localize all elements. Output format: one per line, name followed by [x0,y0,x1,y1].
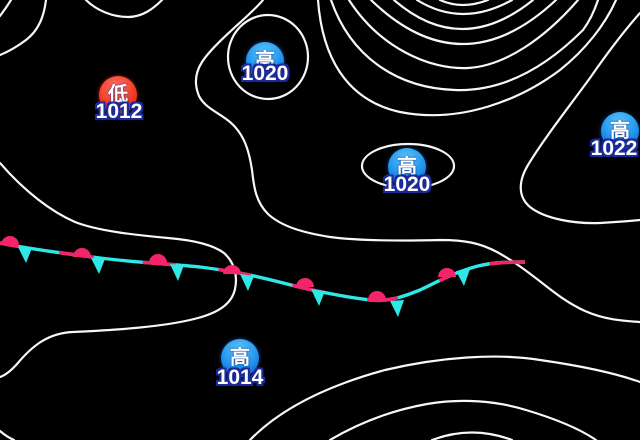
high-glyph: 高 [255,50,275,72]
low-glyph: 低 [108,84,128,106]
front-cold-teeth [18,247,470,317]
isobar-arc-5 [347,0,580,70]
isobar-oval-high-center [360,142,456,190]
isobar-top-left-corner [0,0,13,18]
isobar-arc-1 [438,0,490,7]
cold-tooth [91,258,105,274]
cold-tooth [390,300,404,317]
pressure-center-high-east: 高 [601,112,639,150]
pressure-center-low-west: 低 [99,76,137,114]
isobar-arc-3 [392,0,535,30]
front-warm-scallops [1,236,456,300]
high-glyph: 高 [230,347,250,369]
warm-scallop [296,278,314,287]
pressure-value-high-north: 1020 [241,62,289,85]
pressure-center-high-south: 高 [221,339,259,377]
isobar-bottom-left-corner [0,429,16,440]
warm-scallop [368,291,386,300]
pressure-value-high-south: 1014 [216,366,264,389]
isobar-hill-south-2 [328,399,598,440]
pressure-value-high-east: 1022 [590,137,638,160]
warm-scallop [149,254,167,263]
warm-scallop [438,268,456,277]
isobar-arc-7 [316,0,618,117]
cold-tooth [456,269,470,286]
cold-tooth [311,289,325,306]
isobar-arc-6 [329,0,600,92]
isobar-hill-south-3 [430,431,514,440]
pressure-value-high-center: 1020 [383,173,431,196]
warm-scallop [1,236,19,245]
isobar-arc-2 [415,0,514,15]
high-glyph: 高 [610,120,630,142]
pressure-value-low-west: 1012 [95,100,143,123]
isobar-top-dip [84,0,164,19]
isobar-hairpin-east [519,11,640,225]
warm-scallop [223,265,241,274]
isobar-hill-south-1 [248,355,640,440]
pressure-center-high-center: 高 [388,148,426,186]
cold-tooth [18,247,32,263]
isobar-long-contour [194,0,640,324]
stationary-front [0,236,526,317]
high-glyph: 高 [397,156,417,178]
cold-tooth [170,264,184,281]
isobar-c-hook-west [0,161,238,379]
isobar-arc-4 [369,0,558,46]
isobar-oval-high-north [226,13,310,101]
warm-scallop [73,248,91,257]
cold-tooth [240,274,254,291]
isobar-top-left-hook [0,0,48,57]
pressure-center-high-north: 高 [246,42,284,80]
